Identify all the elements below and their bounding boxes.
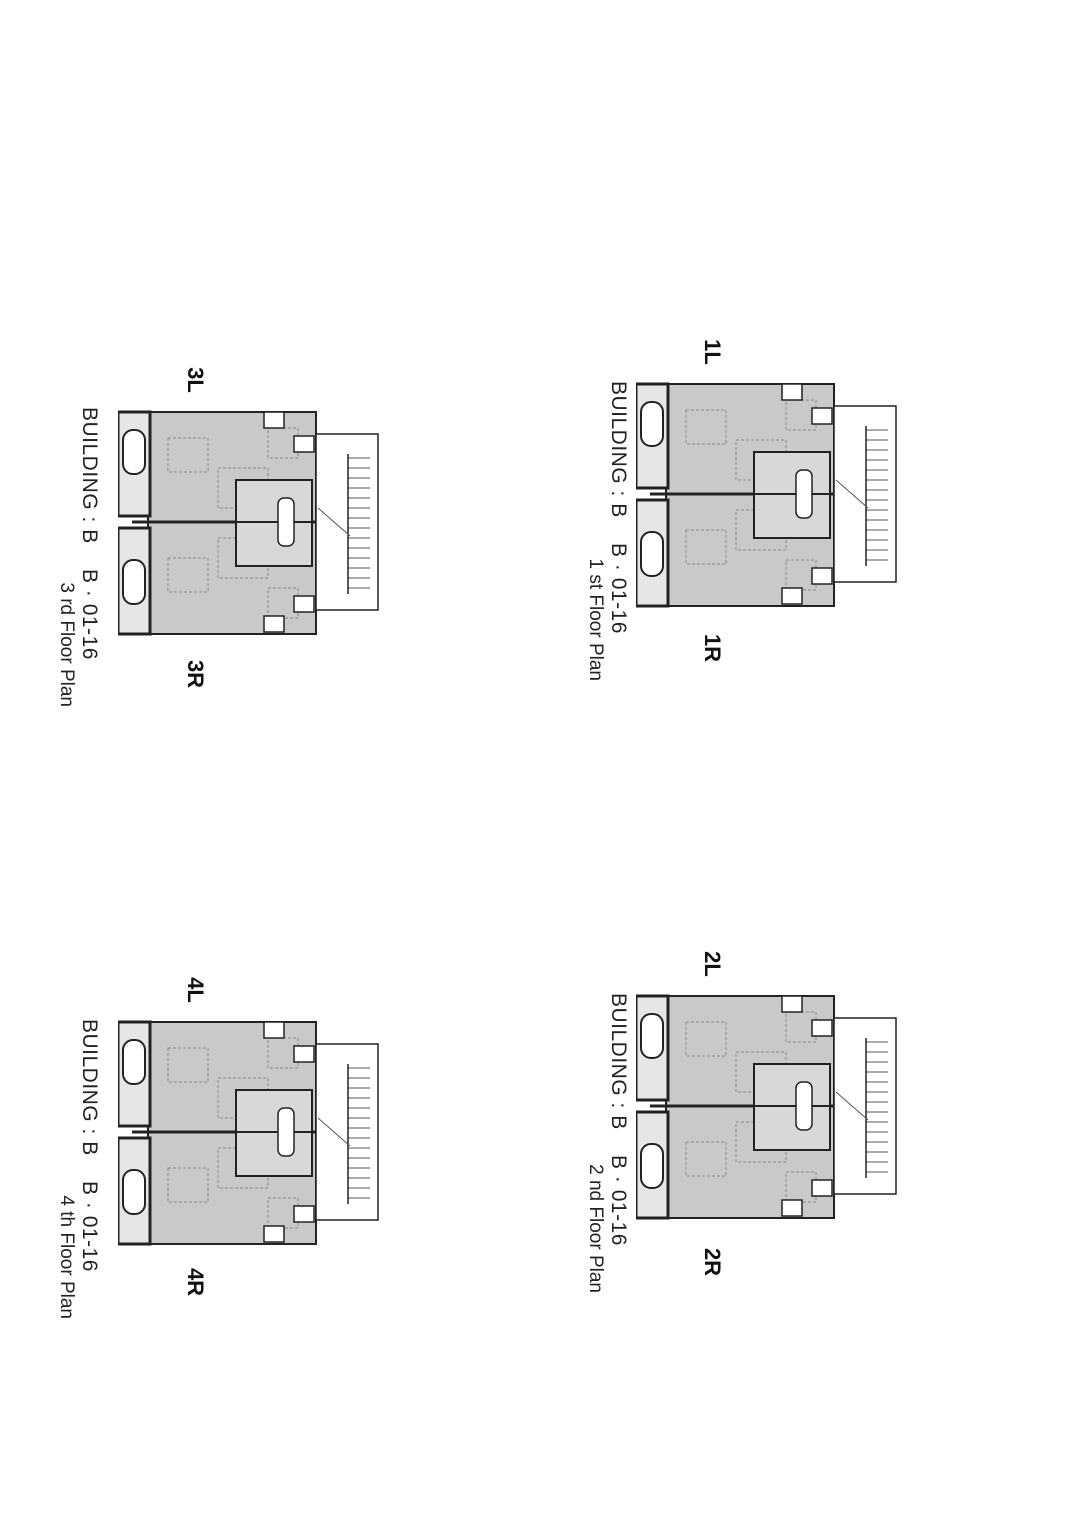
plan-drawing [118, 1020, 379, 1246]
fixture-icon [293, 1205, 315, 1223]
unit-label-3R: 3R [183, 659, 208, 689]
floor-title: 4 th Floor Plan [56, 1195, 77, 1319]
plan-drawing [636, 382, 897, 608]
stair-outline [315, 1043, 379, 1221]
fixture-icon [293, 1045, 315, 1063]
building-code: B · 01-16 [607, 1155, 630, 1246]
sink-icon [277, 497, 295, 547]
plan-drawing [118, 410, 379, 636]
bathtub-icon [122, 559, 146, 605]
stair-direction-arrow [835, 479, 869, 509]
furniture-outline [685, 1141, 727, 1177]
bathtub-icon [122, 429, 146, 475]
building-code: B · 01-16 [78, 569, 101, 660]
bathtub-icon [640, 1143, 664, 1189]
unit-label-1R: 1R [700, 633, 725, 663]
furniture-outline [685, 409, 727, 445]
fixture-icon [781, 587, 803, 605]
sink-icon [277, 1107, 295, 1157]
furniture-outline [685, 1021, 727, 1057]
floor-plan-4th [118, 1018, 418, 1252]
building-name: BUILDING : B [607, 993, 630, 1130]
building-name: BUILDING : B [607, 381, 630, 518]
caption-1st: BUILDING : B B · 01-16 1 st Floor Plan [584, 381, 630, 681]
furniture-outline [167, 557, 209, 593]
fixture-icon [293, 595, 315, 613]
stair-outline [315, 433, 379, 611]
caption-2nd: BUILDING : B B · 01-16 2 nd Floor Plan [584, 993, 630, 1293]
fixture-icon [781, 1199, 803, 1217]
fixture-icon [263, 1225, 285, 1243]
unit-label-3L: 3L [183, 367, 208, 393]
unit-label-1L: 1L [700, 339, 725, 365]
plan-drawing [636, 994, 897, 1220]
unit-label-4L: 4L [183, 977, 208, 1003]
floor-title: 3 rd Floor Plan [56, 582, 77, 707]
fixture-icon [781, 383, 803, 401]
furniture-outline [167, 1047, 209, 1083]
bathtub-icon [122, 1039, 146, 1085]
sink-icon [795, 1081, 813, 1131]
bathtub-icon [640, 401, 664, 447]
furniture-outline [685, 529, 727, 565]
fixture-icon [811, 1019, 833, 1037]
fixture-icon [781, 995, 803, 1013]
stair-direction-arrow [317, 1117, 351, 1147]
floor-title: 1 st Floor Plan [585, 558, 606, 682]
fixture-icon [811, 567, 833, 585]
unit-label-4R: 4R [183, 1267, 208, 1297]
caption-4th: BUILDING : B B · 01-16 4 th Floor Plan [55, 1019, 101, 1319]
fixture-icon [811, 407, 833, 425]
sink-icon [795, 469, 813, 519]
floor-title: 2 nd Floor Plan [585, 1164, 606, 1293]
floor-plan-2nd [636, 992, 936, 1226]
floor-plan-1st [636, 380, 936, 614]
fixture-icon [263, 411, 285, 429]
building-code: B · 01-16 [607, 543, 630, 634]
furniture-outline [167, 1167, 209, 1203]
building-name: BUILDING : B [78, 407, 101, 544]
fixture-icon [293, 435, 315, 453]
bathtub-icon [640, 1013, 664, 1059]
unit-label-2R: 2R [700, 1247, 725, 1277]
unit-label-2L: 2L [700, 951, 725, 977]
stair-direction-arrow [317, 507, 351, 537]
building-name: BUILDING : B [78, 1019, 101, 1156]
stair-outline [833, 405, 897, 583]
fixture-icon [811, 1179, 833, 1197]
bathtub-icon [122, 1169, 146, 1215]
fixture-icon [263, 615, 285, 633]
building-code: B · 01-16 [78, 1181, 101, 1272]
furniture-outline [167, 437, 209, 473]
floor-plan-3rd [118, 408, 418, 642]
bathtub-icon [640, 531, 664, 577]
stair-outline [833, 1017, 897, 1195]
caption-3rd: BUILDING : B B · 01-16 3 rd Floor Plan [55, 407, 101, 707]
fixture-icon [263, 1021, 285, 1039]
stair-direction-arrow [835, 1091, 869, 1121]
